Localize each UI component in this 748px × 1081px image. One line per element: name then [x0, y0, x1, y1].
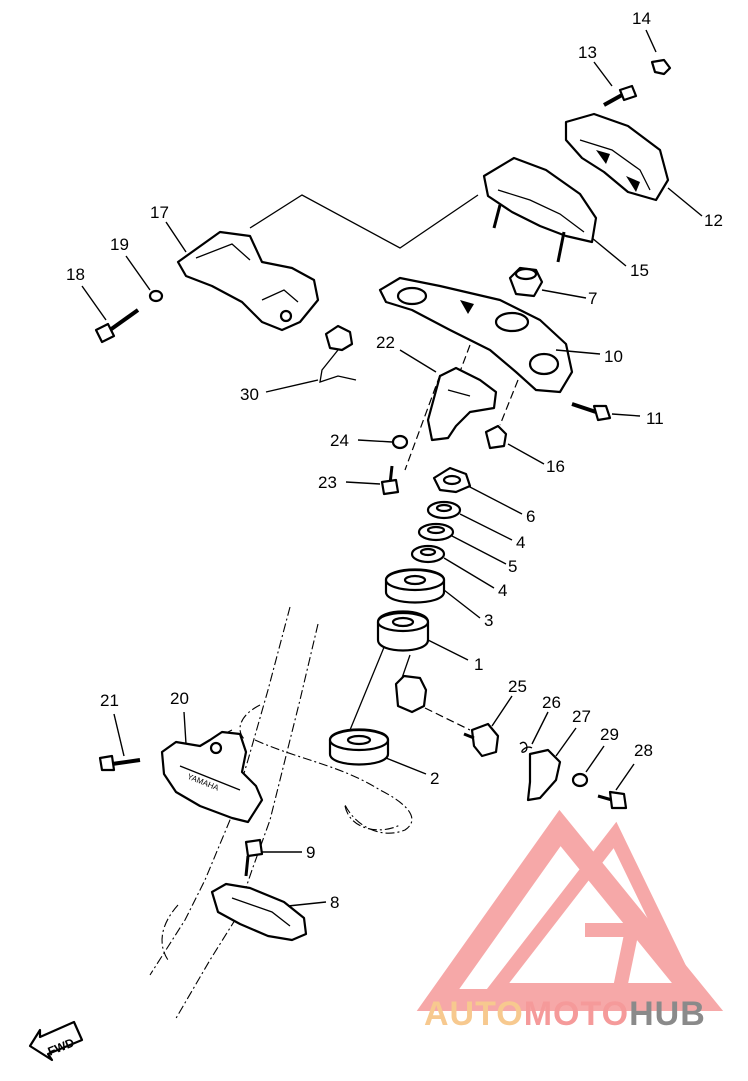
- callout-28: 28: [634, 741, 653, 760]
- part-bolt-23: [380, 465, 400, 496]
- callout-10: 10: [604, 347, 623, 366]
- callout-18: 18: [66, 265, 85, 284]
- callout-4b: 4: [498, 581, 507, 600]
- callout-15: 15: [630, 261, 649, 280]
- part-collar-29: [571, 772, 589, 788]
- part-collar-16: [484, 424, 508, 450]
- part-bolt-18: [94, 308, 140, 344]
- part-nut-24: [391, 434, 409, 450]
- callout-26: 26: [542, 693, 561, 712]
- watermark-logo-triangle: [416, 809, 724, 1011]
- part-bolt-9: [244, 838, 264, 877]
- part-lock-washer-6: [432, 466, 472, 494]
- part-bearing-2: [328, 728, 390, 766]
- callout-numbers: 14 13 12 15 17 19 18 7 10 22 30 11 24 16…: [66, 9, 723, 912]
- callout-2: 2: [430, 769, 439, 788]
- callout-29: 29: [600, 725, 619, 744]
- callout-1: 1: [474, 655, 483, 674]
- callout-22: 22: [376, 333, 395, 352]
- part-bolt-11: [571, 402, 612, 422]
- part-bolt-21: [98, 754, 141, 772]
- callout-7: 7: [588, 289, 597, 308]
- callout-5: 5: [508, 557, 517, 576]
- callout-17: 17: [150, 203, 169, 222]
- watermark-hub: HUB: [629, 995, 706, 1033]
- part-ring-nut-4a: [426, 500, 462, 520]
- part-washer-19: [148, 289, 164, 303]
- callout-16: 16: [546, 457, 565, 476]
- part-bracket-22: [426, 366, 498, 442]
- part-plate-27: [526, 748, 562, 802]
- part-spring-26: [519, 741, 533, 753]
- callout-24: 24: [330, 431, 349, 450]
- callout-14: 14: [632, 9, 651, 28]
- watermark-text: AUTOMOTOHUB: [424, 995, 706, 1034]
- part-washer-5: [417, 522, 455, 542]
- frame-ghost-outline: [149, 606, 413, 1021]
- part-bearing-1: [376, 610, 430, 652]
- part-bolt-28: [597, 790, 628, 810]
- callout-4a: 4: [516, 533, 525, 552]
- callout-11: 11: [646, 409, 664, 428]
- callout-6: 6: [526, 507, 535, 526]
- callout-8: 8: [330, 893, 339, 912]
- watermark-auto: AUTO: [424, 995, 524, 1033]
- part-lower-bracket-20: YAMAHA: [160, 730, 264, 824]
- leader-lines: [81, 29, 703, 907]
- callout-23: 23: [318, 473, 337, 492]
- part-handlebar-holder-12: [564, 112, 670, 202]
- part-bracket-8: [210, 882, 308, 942]
- part-holder-15: [482, 156, 598, 263]
- callout-25: 25: [508, 677, 527, 696]
- part-stem-tube: [394, 674, 428, 714]
- part-upper-bracket-10: [378, 276, 574, 394]
- part-meter-bracket-17: [176, 230, 320, 332]
- callout-19: 19: [110, 235, 129, 254]
- fwd-direction-arrow: FWD: [28, 1020, 84, 1062]
- part-bolt-13: [603, 84, 638, 107]
- part-bearing-cover-3: [384, 568, 446, 604]
- callout-27: 27: [572, 707, 591, 726]
- callout-3: 3: [484, 611, 493, 630]
- part-switch-25: [463, 722, 500, 758]
- part-cap-14: [650, 58, 672, 76]
- callout-21: 21: [100, 691, 119, 710]
- callout-20: 20: [170, 689, 189, 708]
- callout-30: 30: [240, 385, 259, 404]
- watermark-moto: MOTO: [523, 995, 630, 1033]
- callout-13: 13: [578, 43, 597, 62]
- callout-12: 12: [704, 211, 723, 230]
- assembly-lines: [249, 194, 519, 731]
- part-nut-7: [508, 266, 544, 298]
- part-ring-nut-4b: [410, 544, 446, 564]
- callout-9: 9: [306, 843, 315, 862]
- part-cable-guide-30: [319, 324, 357, 383]
